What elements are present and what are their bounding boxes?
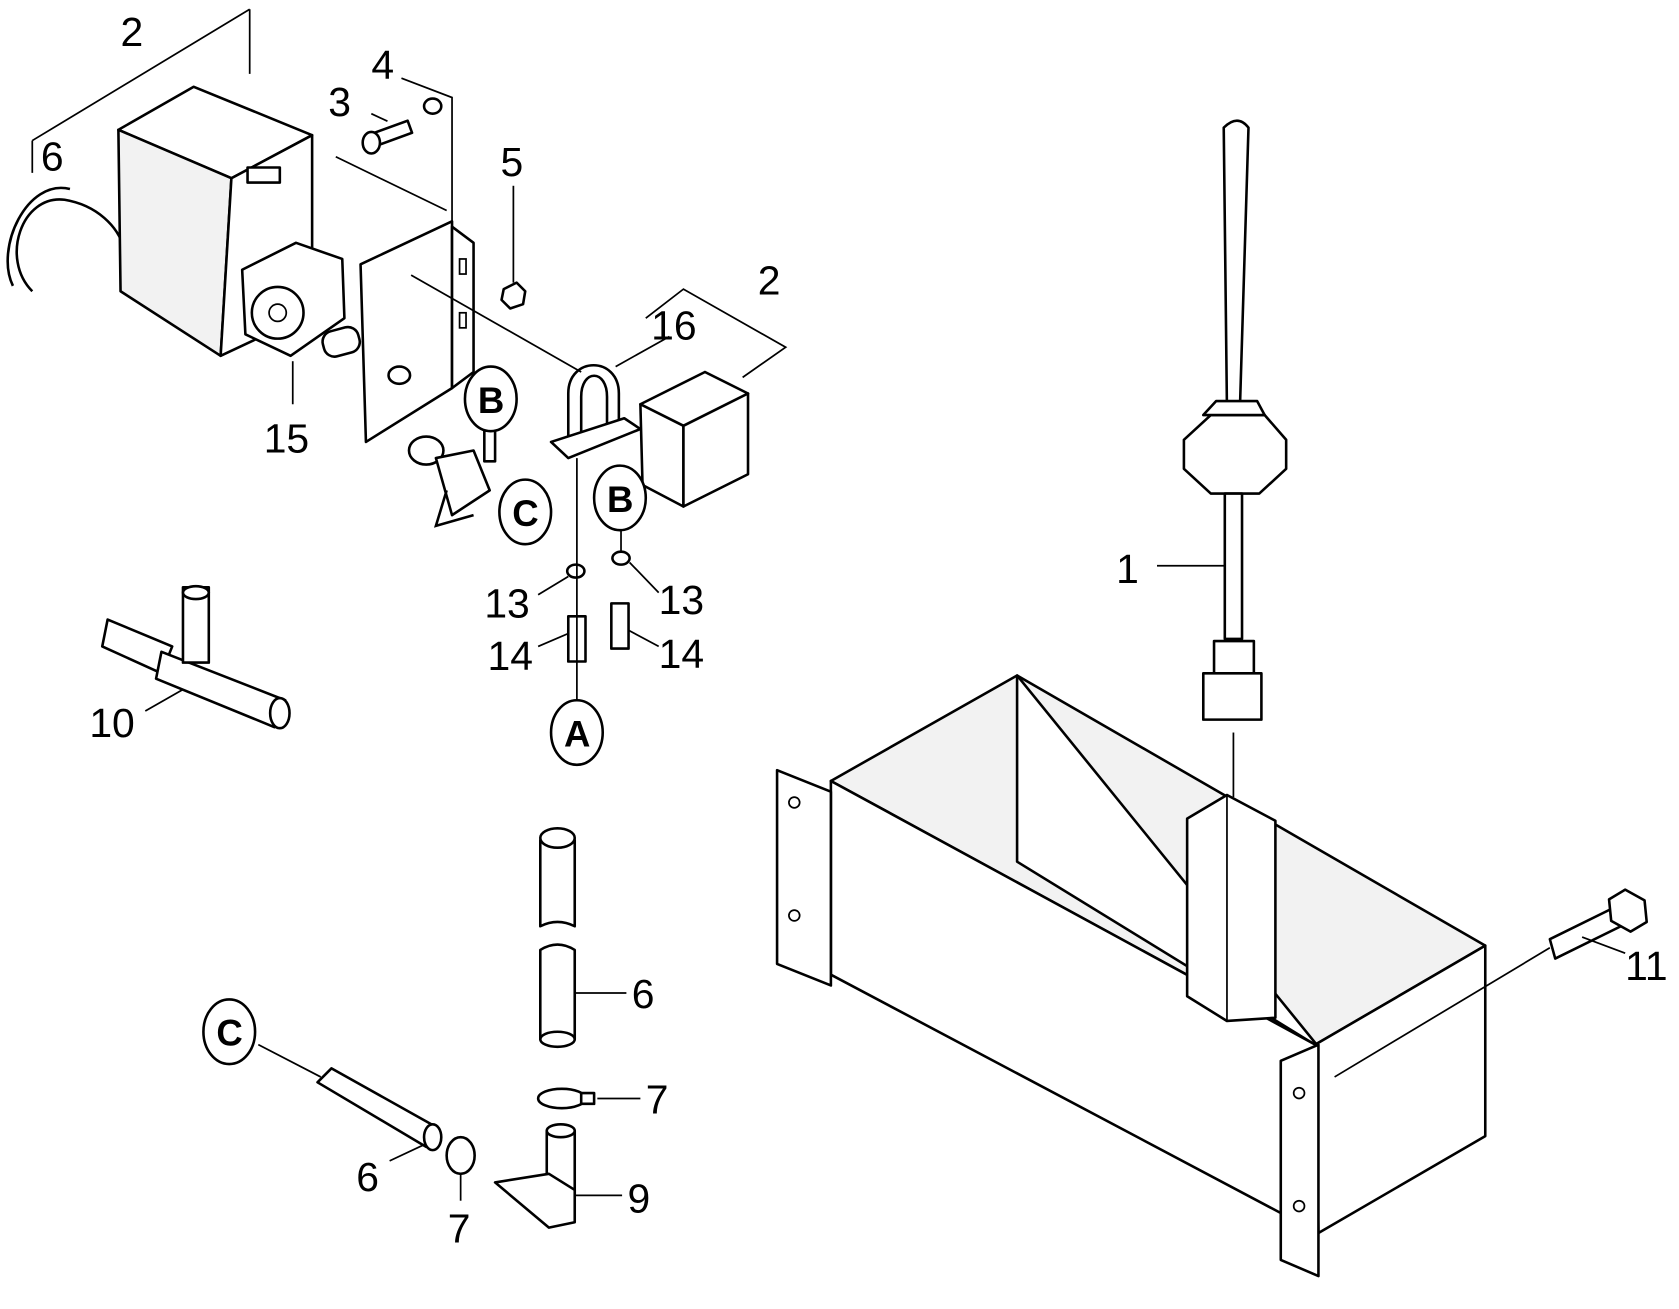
callout-13: 13: [659, 577, 704, 623]
callout-14: 14: [659, 631, 704, 677]
callout-6: 6: [356, 1154, 379, 1200]
tray: [775, 674, 1487, 1278]
connector-b-2-label: B: [607, 479, 633, 520]
connector-b-1-label: B: [478, 380, 504, 421]
hose-6-vertical: [539, 827, 577, 1049]
callout-5: 5: [500, 139, 523, 185]
callout-numbers: 2 3 4 5 6 15 2 16 13 13 14 14 10 1 11 6 …: [41, 9, 1668, 1252]
callout-7: 7: [448, 1206, 471, 1252]
connector-labels: B C B A C: [202, 365, 648, 1066]
pump-unit: [6, 85, 362, 358]
o-ring: [407, 435, 445, 466]
connector-c-2-label: C: [216, 1013, 242, 1054]
callout-15: 15: [264, 416, 309, 462]
callout-10: 10: [89, 700, 134, 746]
callout-6: 6: [41, 134, 64, 180]
level-sensor: [1182, 119, 1288, 721]
clips-sleeves: [565, 550, 631, 663]
callout-2: 2: [758, 257, 781, 303]
mounting-plate: [359, 220, 497, 528]
connector-a-label: A: [564, 714, 590, 755]
callout-9: 9: [627, 1176, 650, 1222]
solenoid-unit: [549, 363, 750, 508]
callout-4: 4: [371, 42, 394, 88]
callout-6: 6: [632, 971, 655, 1017]
callout-1: 1: [1116, 546, 1139, 592]
callout-2: 2: [121, 9, 144, 55]
hose-6-top: [15, 198, 126, 293]
callout-11: 11: [1625, 943, 1667, 989]
tee-fitting: [100, 584, 291, 730]
connector-c-1-label: C: [512, 493, 538, 534]
leader-lines: [31, 8, 1626, 1201]
callout-14: 14: [488, 633, 533, 679]
callout-3: 3: [328, 79, 351, 125]
callout-16: 16: [651, 303, 696, 349]
connector-b-1: [463, 365, 518, 433]
hose-clamp-elbow: [316, 1067, 596, 1229]
callout-13: 13: [484, 580, 529, 626]
callout-7: 7: [646, 1077, 669, 1123]
bolt: [1548, 888, 1649, 960]
screw-washer-nut: [361, 97, 527, 310]
